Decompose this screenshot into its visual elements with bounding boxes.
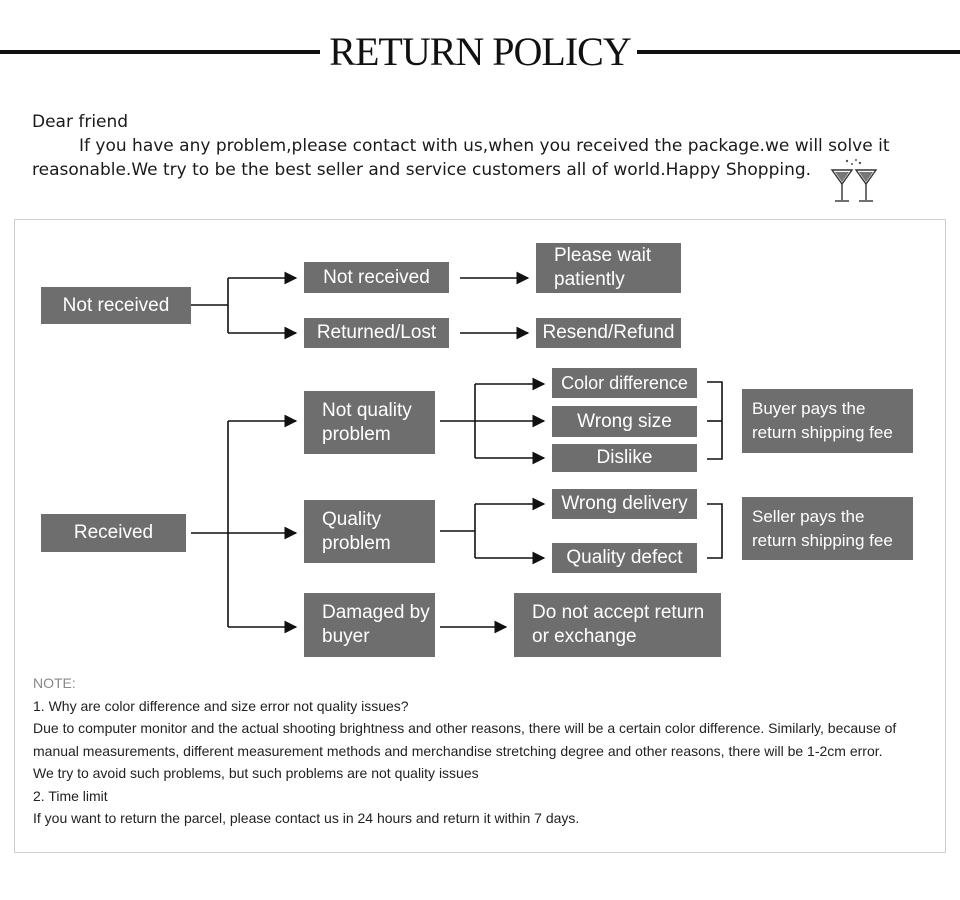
- note-answer-1-line-3: We try to avoid such problems, but such …: [33, 765, 479, 781]
- node-wrong-size: Wrong size: [552, 406, 697, 437]
- page-title: RETURN POLICY: [0, 28, 960, 75]
- node-quality-problem: Quality problem: [304, 500, 435, 563]
- node-buyer-pays: Buyer pays the return shipping fee: [742, 389, 913, 453]
- node-please-wait: Please wait patiently: [536, 243, 681, 293]
- note-answer-1-line-1: Due to computer monitor and the actual s…: [33, 720, 897, 736]
- node-dislike: Dislike: [552, 444, 697, 472]
- node-resend-refund: Resend/Refund: [536, 318, 681, 348]
- note-question-2: 2. Time limit: [33, 787, 108, 804]
- node-not-received: Not received: [304, 262, 449, 293]
- intro-message: If you have any problem,please contact w…: [32, 136, 890, 180]
- note-section: NOTE: 1. Why are color difference and si…: [33, 672, 943, 830]
- node-not-quality-problem: Not quality problem: [304, 391, 435, 454]
- title-rule-left: [0, 50, 320, 54]
- note-question-1: 1. Why are color difference and size err…: [33, 697, 409, 714]
- greeting: Dear friend: [32, 112, 129, 132]
- diagram-frame: [14, 219, 946, 853]
- cocktail-glasses-icon: [830, 158, 882, 210]
- node-returned-lost: Returned/Lost: [304, 318, 449, 348]
- note-answer-1-line-2: manual measurements, different measureme…: [33, 742, 883, 759]
- node-seller-pays: Seller pays the return shipping fee: [742, 497, 913, 560]
- node-not-received-root: Not received: [41, 287, 191, 324]
- title-rule-right: [578, 50, 960, 54]
- node-received-root: Received: [41, 514, 186, 552]
- node-quality-defect: Quality defect: [552, 543, 697, 573]
- node-damaged-by-buyer: Damaged by buyer: [304, 593, 435, 657]
- node-color-difference: Color difference: [552, 368, 697, 398]
- note-label: NOTE:: [33, 675, 76, 691]
- node-no-return: Do not accept return or exchange: [514, 593, 721, 657]
- intro-text: Dear friend If you have any problem,plea…: [32, 110, 922, 182]
- node-wrong-delivery: Wrong delivery: [552, 489, 697, 519]
- note-answer-2: If you want to return the parcel, please…: [33, 810, 580, 826]
